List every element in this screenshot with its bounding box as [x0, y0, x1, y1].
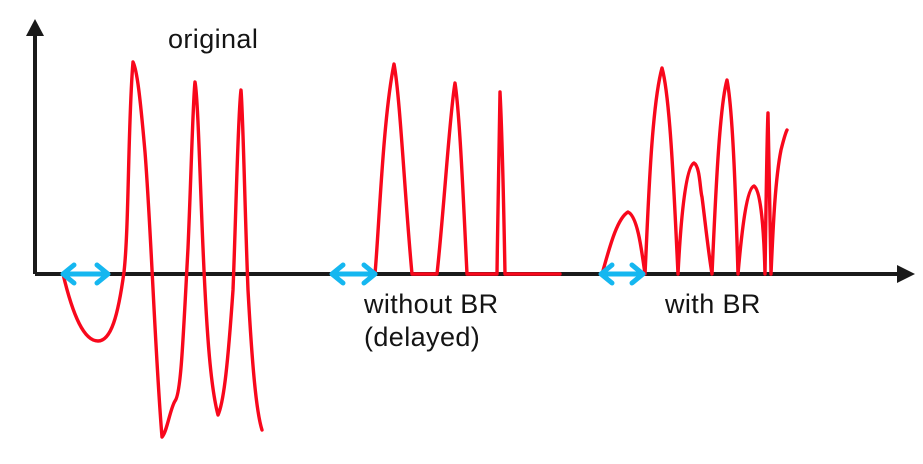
delay-marker-with-br	[598, 262, 646, 286]
y-axis	[26, 19, 44, 274]
delay-marker-without-br	[329, 262, 378, 286]
label-with-br: with BR	[665, 289, 761, 319]
signal-trace-without-br	[330, 62, 562, 276]
signal-trace-original	[61, 60, 264, 439]
signal-trace-with-br	[600, 66, 789, 276]
label-original: original	[168, 24, 259, 54]
label-without-br: without BR (delayed)	[364, 289, 499, 352]
delay-marker-original	[60, 262, 111, 286]
